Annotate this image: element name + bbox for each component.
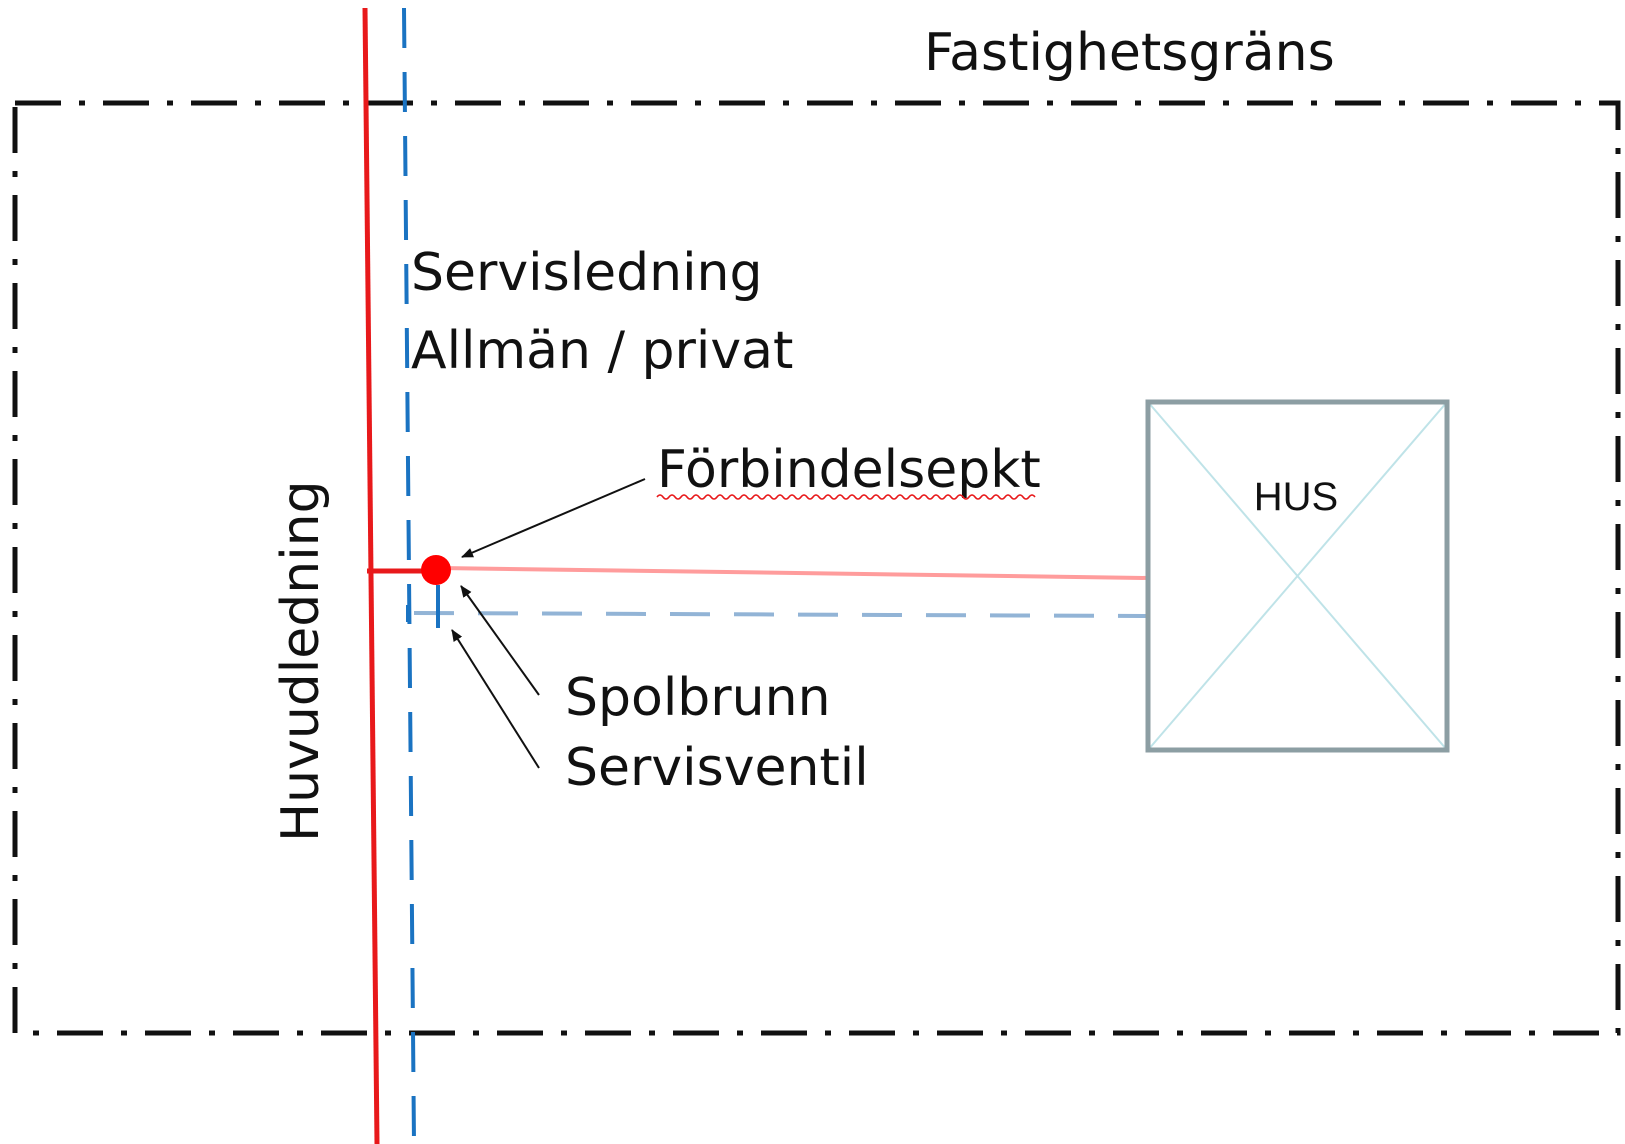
service-line-label: Servisledning (411, 243, 763, 303)
house-outline (1145, 399, 1450, 753)
arrow-connection-point (461, 478, 646, 558)
flush-well-label: Spolbrunn (565, 668, 831, 728)
water-service-line (439, 566, 1149, 580)
main-line-label: Huvudledning (271, 480, 331, 842)
property-boundary-label: Fastighetsgräns (924, 23, 1335, 83)
connection-point-label: Förbindelsepkt (657, 440, 1041, 500)
service-valve-label: Servisventil (565, 738, 869, 798)
public-private-label: Allmän / privat (411, 321, 793, 381)
house-diagonal-b (1147, 401, 1448, 751)
main-line (362, 7, 380, 1144)
arrow-flush-well (460, 585, 540, 696)
house (1145, 399, 1450, 753)
property-boundary (12, 100, 1621, 1036)
connection-point-dot (421, 555, 451, 585)
arrow-service-valve (451, 629, 540, 769)
service-line-dashed (402, 7, 416, 1144)
sewer-service-line (413, 611, 1149, 618)
spellcheck-underline (656, 494, 1036, 500)
house-label: HUS (1254, 475, 1338, 519)
